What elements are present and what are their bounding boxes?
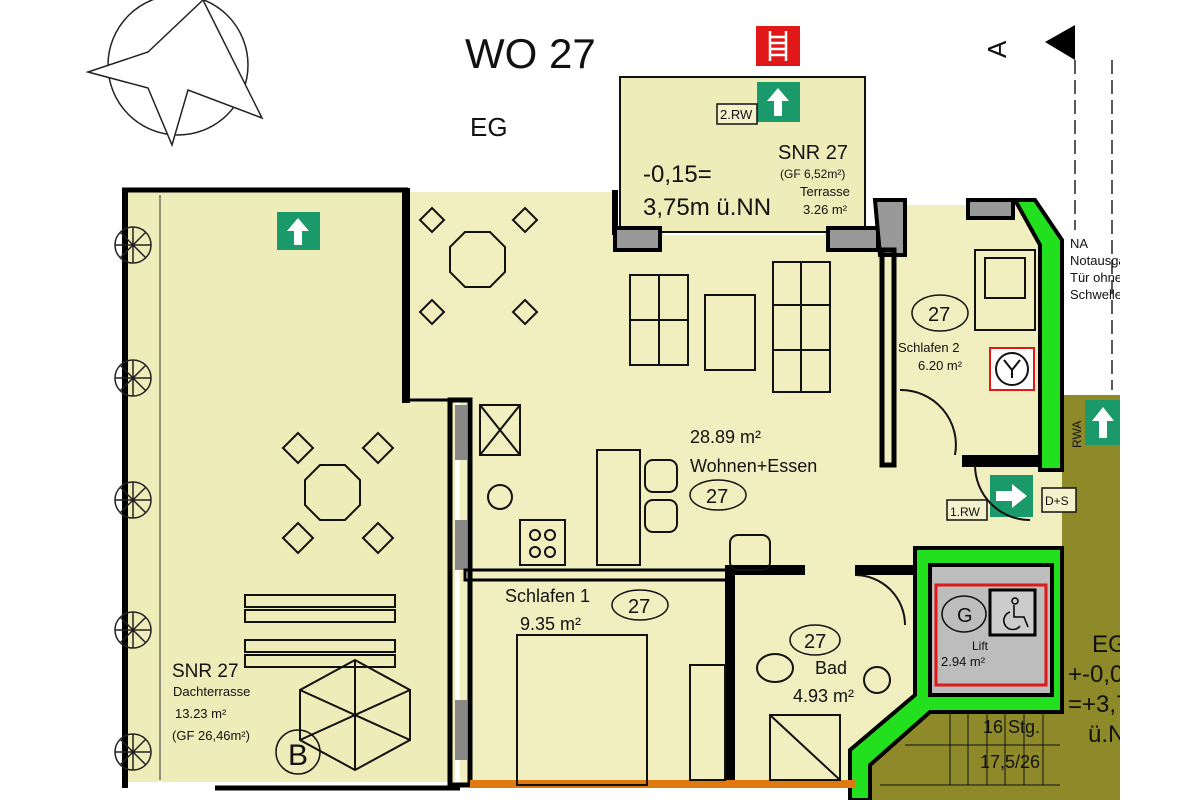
section-b-label: B [288,739,308,772]
notausgang-line-1: NA [1070,236,1088,251]
notausgang-line-4: Schwelle [1070,287,1122,302]
level-right-1: EG [1092,631,1127,658]
floor-label: EG [470,112,508,142]
section-marker-icon: B [275,729,321,775]
notausgang-line-3: Tür ohne [1070,270,1122,285]
notausgang-line-2: Notausgang [1070,253,1140,268]
lift-letter: G [957,605,973,627]
exit-arrow-right-icon [990,475,1033,517]
exit-badge: 1.RW [950,505,980,519]
terrace-badge: 2.RW [720,107,753,122]
bad-name: Bad [815,658,847,678]
schlafen1-number: 27 [628,596,650,618]
dachterrasse-gf: (GF 26,46m²) [172,728,250,743]
dachterrasse-snr: SNR 27 [172,661,239,682]
exit-arrow-up-icon [757,82,800,122]
lift-area: 2.94 m² [941,654,986,669]
schlafen2-number: 27 [928,304,950,326]
level-right-3: =+3,7 [1068,691,1129,718]
terrace-level-1: -0,15= [643,161,712,188]
terrace-level-2: 3,75m ü.NN [643,194,771,221]
dachterrasse-area: 13.23 m² [175,706,227,721]
ds-badge: D+S [1045,494,1069,508]
terrace-area: 3.26 m² [803,202,848,217]
plan-title: WO 27 [465,30,596,77]
wohnen-name: Wohnen+Essen [690,456,817,476]
exit-arrow-up-icon [1085,400,1120,445]
lift-name: Lift [972,639,989,653]
terrace-snr: SNR 27 [778,142,848,164]
schlafen1-name: Schlafen 1 [505,586,590,606]
wheelchair-icon [988,588,1037,637]
schlafen2-area: 6.20 m² [918,358,963,373]
compass-north-arrow-icon [85,0,264,148]
rwa-label: RWA [1070,421,1084,448]
wohnen-number: 27 [706,486,728,508]
bad-number: 27 [804,631,826,653]
schlafen2-name: Schlafen 2 [898,340,959,355]
dachterrasse-name: Dachterrasse [173,684,250,699]
section-marker-icon: A [982,25,1113,390]
apartment-area [405,192,1062,785]
stairs-count: 16 Stg. [983,717,1040,737]
wohnen-area: 28.89 m² [690,427,761,447]
terrace-gf: (GF 6,52m²) [780,167,845,181]
smoke-vent-icon [989,347,1035,391]
stairs [880,712,1060,786]
ladder-icon [756,26,800,66]
terrace-top-area [619,76,866,233]
furniture [244,206,1036,786]
stairs-ratio: 17,5/26 [980,752,1040,772]
level-right-4: ü.NN [1088,721,1143,748]
railing-post-icons [114,226,152,771]
bad-area: 4.93 m² [793,686,854,706]
terrace-name: Terrasse [800,184,850,199]
exit-arrow-up-icon [277,212,320,250]
level-right-2: +-0,0 [1068,661,1123,688]
schlafen1-area: 9.35 m² [520,614,581,634]
section-label: A [982,40,1012,58]
